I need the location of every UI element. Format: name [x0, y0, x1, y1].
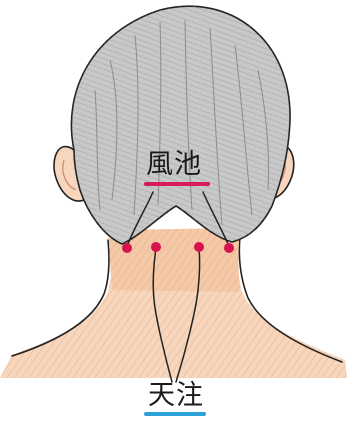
tenchu-label: 天注: [148, 381, 204, 411]
acupoint-tenchu-right: [194, 242, 204, 252]
acupoint-fuchi-right: [224, 243, 234, 253]
acupoint-fuchi-left: [122, 243, 132, 253]
acupoint-tenchu-left: [151, 242, 161, 252]
fuchi-label: 風池: [146, 150, 202, 180]
